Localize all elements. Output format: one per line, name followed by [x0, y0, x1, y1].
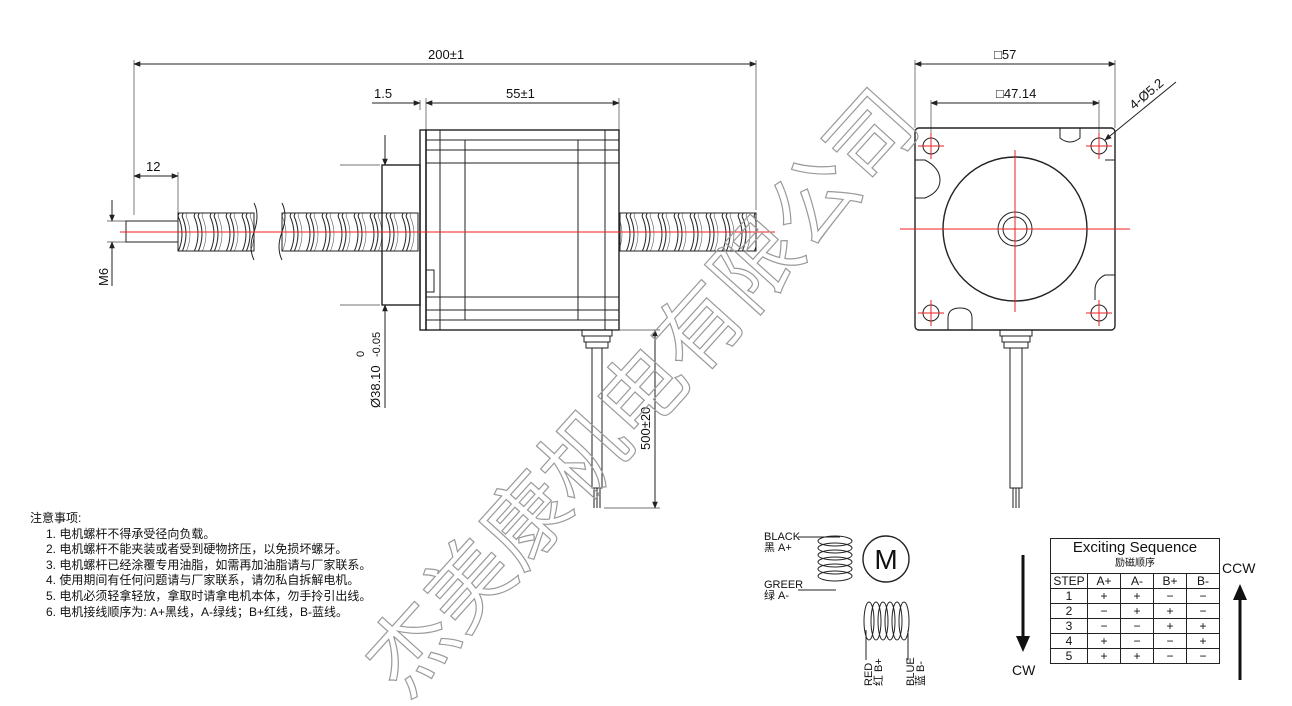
table-cell: +	[1186, 618, 1220, 634]
side-view: 200±1 1.5 55±1 12 M6	[96, 47, 775, 509]
table-cell: −	[1186, 588, 1220, 604]
table-cell: +	[1087, 633, 1121, 649]
sequence-header-row: STEP A+ A- B+ B-	[1050, 573, 1220, 589]
lead-length-label: 500±20	[638, 407, 653, 450]
table-row: 4 + − − +	[1050, 633, 1220, 649]
watermark-text: 杰美康机电有限公司	[346, 72, 938, 706]
table-cell: −	[1120, 618, 1154, 634]
sequence-subtitle: 励磁顺序	[1115, 558, 1155, 569]
overall-length-label: 200±1	[428, 47, 464, 62]
table-cell: +	[1087, 648, 1121, 664]
note-item-3: 3. 电机螺杆已经涂覆专用油脂，如需再加油脂请与厂家联系。	[46, 557, 372, 572]
blue-wire-label: BLUE	[905, 657, 917, 686]
table-cell: +	[1120, 603, 1154, 619]
motor-symbol	[862, 535, 910, 583]
motor-symbol-label: M	[874, 544, 897, 575]
table-cell: +	[1120, 588, 1154, 604]
green-wire-sub: 绿 A-	[764, 588, 789, 602]
table-row: 1 + + − −	[1050, 588, 1220, 604]
red-wire-sub: 红 B+	[872, 658, 885, 686]
sequence-title: Exciting Sequence	[1072, 539, 1198, 556]
notes-title: 注意事项:	[30, 511, 82, 525]
flange-thickness-label: 1.5	[374, 86, 392, 101]
table-cell: −	[1153, 633, 1187, 649]
frame-size-label: □57	[994, 47, 1016, 62]
table-cell: +	[1153, 618, 1187, 634]
thread-size-label: M6	[96, 268, 111, 286]
coil-b	[863, 601, 910, 641]
wiring-diagram: BLACK 黑 A+ GREER 绿 A- M RED 红 B+ BLUE 蓝	[764, 531, 927, 686]
exciting-sequence-table: Exciting Sequence 励磁顺序 STEP A+ A- B+ B- …	[1050, 538, 1220, 664]
pilot-tol-upper: 0	[355, 351, 367, 357]
pilot-tol-lower: -0.05	[371, 332, 383, 357]
header-b-minus: B-	[1186, 573, 1220, 589]
table-cell: −	[1186, 603, 1220, 619]
watermark: 杰美康机电有限公司	[346, 71, 939, 706]
table-cell: −	[1087, 603, 1121, 619]
table-cell: +	[1120, 648, 1154, 664]
coil-a	[817, 535, 853, 582]
table-row: 2 − + + −	[1050, 603, 1220, 619]
black-wire-sub: 黑 A+	[764, 541, 792, 554]
note-item-4: 4. 使用期间有任何问题请与厂家联系，请勿私自拆解电机。	[46, 573, 360, 588]
rotation-arrows: CW CCW	[1012, 555, 1256, 680]
table-cell: 4	[1050, 633, 1088, 649]
note-item-2: 2. 电机螺杆不能夹装或者受到硬物挤压，以免损坏螺牙。	[46, 542, 348, 557]
note-item-1: 1. 电机螺杆不得承受径向负载。	[46, 526, 216, 541]
table-cell: +	[1186, 633, 1220, 649]
red-wire-label: RED	[863, 663, 875, 686]
table-row: 3 − − + +	[1050, 618, 1220, 634]
ccw-label: CCW	[1222, 560, 1256, 576]
table-cell: 5	[1050, 648, 1088, 664]
header-a-minus: A-	[1120, 573, 1154, 589]
front-view: □57 □47.14 4-Ø5.2	[900, 47, 1177, 508]
hole-spacing-label: □47.14	[996, 86, 1036, 101]
table-cell: −	[1153, 588, 1187, 604]
table-cell: 2	[1050, 603, 1088, 619]
table-cell: −	[1186, 648, 1220, 664]
note-item-6: 6. 电机接线顺序为: A+黑线，A-绿线；B+红线，B-蓝线。	[46, 604, 349, 619]
ccw-arrow-icon	[1233, 584, 1247, 600]
table-cell: +	[1087, 588, 1121, 604]
table-row: 5 + + − −	[1050, 648, 1220, 664]
sequence-title-cell: Exciting Sequence 励磁顺序	[1050, 538, 1220, 574]
header-step: STEP	[1050, 573, 1088, 589]
table-cell: −	[1153, 648, 1187, 664]
pilot-diameter-label: Ø38.10	[368, 365, 383, 408]
table-cell: 3	[1050, 618, 1088, 634]
cw-label: CW	[1012, 662, 1036, 678]
notes-section: 注意事项: 1. 电机螺杆不得承受径向负载。 2. 电机螺杆不能夹装或者受到硬物…	[30, 511, 371, 620]
cw-arrow-icon	[1016, 636, 1030, 652]
green-wire-label: GREER	[764, 579, 803, 591]
header-a-plus: A+	[1087, 573, 1121, 589]
table-cell: −	[1120, 633, 1154, 649]
header-b-plus: B+	[1153, 573, 1187, 589]
blue-wire-sub: 蓝 B-	[914, 661, 927, 686]
body-length-label: 55±1	[506, 86, 535, 101]
table-cell: +	[1153, 603, 1187, 619]
thread-length-label: 12	[146, 159, 160, 174]
note-item-5: 5. 电机必须轻拿轻放，拿取时请拿电机本体，勿手拎引出线。	[46, 588, 372, 603]
table-cell: −	[1087, 618, 1121, 634]
black-wire-label: BLACK	[764, 531, 801, 543]
table-cell: 1	[1050, 588, 1088, 604]
